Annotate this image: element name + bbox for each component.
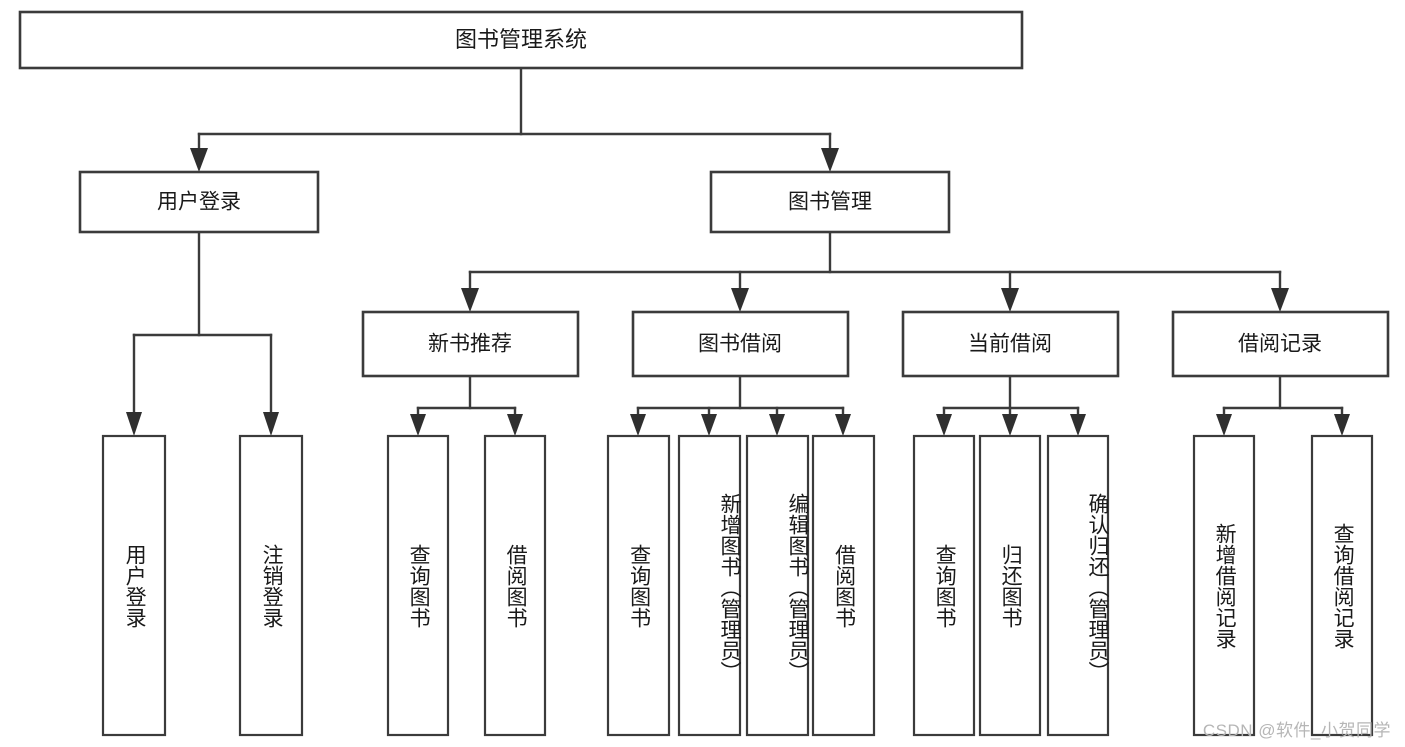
node-current-borrow[interactable]: 当前借阅 <box>901 310 1120 378</box>
arrow-head-borrow-leaf-1 <box>630 414 646 436</box>
node-new-book-recommend[interactable]: 新书推荐 <box>361 310 580 378</box>
node-user-login[interactable]: 用户登录 <box>78 170 320 234</box>
leaf-box-user-login[interactable] <box>101 434 167 737</box>
leaf-box-borrow-book[interactable] <box>811 434 876 737</box>
leaf-box-confirm-return-admin[interactable] <box>1046 434 1110 737</box>
leaf-boxes-record <box>1192 434 1374 737</box>
node-user-login-label: 用户登录 <box>157 191 241 214</box>
arrow-head-borrow-leaf-3 <box>769 414 785 436</box>
leaf-box-borrow-book-new[interactable] <box>483 434 547 737</box>
csdn-watermark: CSDN @软件_小贺同学 <box>1202 721 1391 740</box>
node-new-book-recommend-label: 新书推荐 <box>428 333 512 356</box>
arrow-head-logout-leaf <box>263 412 279 436</box>
node-borrow-record-label: 借阅记录 <box>1238 333 1322 356</box>
arrow-head-user-login-leaf <box>126 412 142 436</box>
leaf-box-query-borrow-record[interactable] <box>1310 434 1374 737</box>
leaf-boxes-current <box>912 434 1110 737</box>
connector-group-root <box>190 66 839 172</box>
leaf-box-add-book-admin[interactable] <box>677 434 742 737</box>
node-current-borrow-label: 当前借阅 <box>968 333 1052 356</box>
leaf-box-query-book-borrow[interactable] <box>606 434 671 737</box>
node-book-borrow-label: 图书借阅 <box>698 333 782 356</box>
leaf-box-query-book-current[interactable] <box>912 434 976 737</box>
node-book-borrow[interactable]: 图书借阅 <box>631 310 850 378</box>
arrow-head-current-leaf-1 <box>936 414 952 436</box>
arrow-head-borrow <box>731 288 749 312</box>
leaf-box-return-book[interactable] <box>978 434 1042 737</box>
node-new-book-recommend-box[interactable] <box>361 310 580 378</box>
arrow-head-record-leaf-2 <box>1334 414 1350 436</box>
arrow-head-newbook <box>461 288 479 312</box>
arrow-head-borrow-leaf-2 <box>701 414 717 436</box>
arrow-head-newbook-leaf-1 <box>410 414 426 436</box>
leaf-box-add-borrow-record[interactable] <box>1192 434 1256 737</box>
arrow-head-record <box>1271 288 1289 312</box>
node-borrow-record-box[interactable] <box>1171 310 1390 378</box>
connector-group-borrow <box>630 374 851 436</box>
node-root-box[interactable] <box>18 10 1024 70</box>
node-book-borrow-box[interactable] <box>631 310 850 378</box>
node-root[interactable]: 图书管理系统 <box>18 10 1024 70</box>
node-borrow-record[interactable]: 借阅记录 <box>1171 310 1390 378</box>
arrow-head-newbook-leaf-2 <box>507 414 523 436</box>
node-book-management[interactable]: 图书管理 <box>709 170 951 234</box>
arrow-head-borrow-leaf-4 <box>835 414 851 436</box>
leaf-box-edit-book-admin[interactable] <box>745 434 810 737</box>
node-user-login-box[interactable] <box>78 170 320 234</box>
node-current-borrow-box[interactable] <box>901 310 1120 378</box>
arrow-head-current-leaf-3 <box>1070 414 1086 436</box>
arrow-head-current-leaf-2 <box>1002 414 1018 436</box>
arrow-head-current <box>1001 288 1019 312</box>
node-root-label: 图书管理系统 <box>455 27 587 52</box>
connector-group-userlogin <box>126 230 279 436</box>
leaf-boxes-user-login <box>101 434 304 737</box>
connector-group-newbook <box>410 374 523 436</box>
leaf-box-logout[interactable] <box>238 434 304 737</box>
connector-group-bookmgmt <box>461 230 1289 312</box>
connector-group-current <box>936 374 1086 436</box>
arrow-head-userlogin <box>190 148 208 172</box>
arrow-head-record-leaf-1 <box>1216 414 1232 436</box>
connector-group-record <box>1216 374 1350 436</box>
leaf-box-query-book-new[interactable] <box>386 434 450 737</box>
leaf-boxes-new-book <box>386 434 547 737</box>
node-book-management-box[interactable] <box>709 170 951 234</box>
leaf-boxes-borrow <box>606 434 876 737</box>
arrow-head-bookmgmt <box>821 148 839 172</box>
node-book-management-label: 图书管理 <box>788 191 872 214</box>
